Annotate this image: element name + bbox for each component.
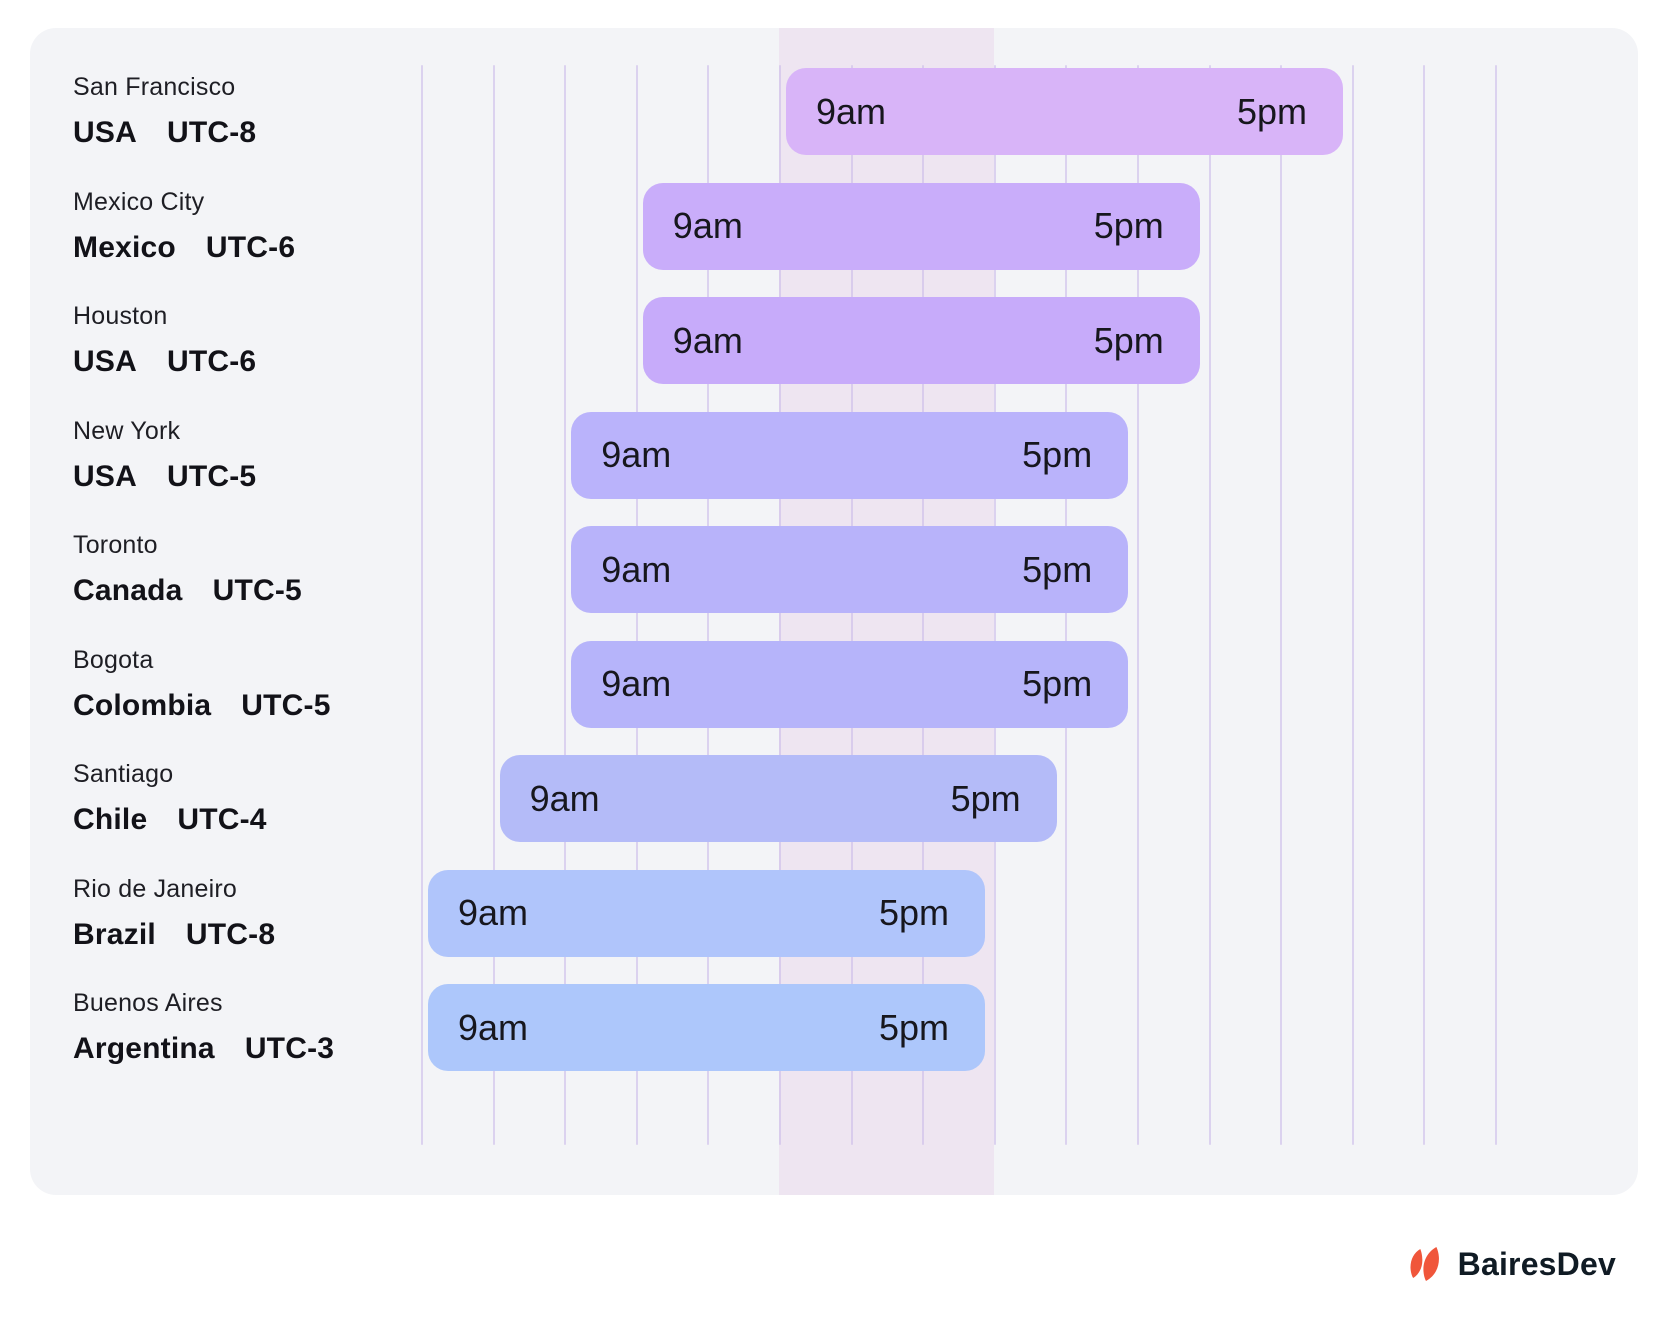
row-label: Houston USA UTC-6 <box>73 297 256 384</box>
country-name: Colombia <box>73 688 212 722</box>
city-meta: Canada UTC-5 <box>73 574 302 608</box>
country-name: Mexico <box>73 230 176 264</box>
city-name: New York <box>73 416 181 445</box>
bairesdev-logo-mark <box>1410 1247 1439 1281</box>
city-meta: Brazil UTC-8 <box>73 918 275 952</box>
country-name: USA <box>73 345 137 378</box>
city-name: Santiago <box>73 760 174 788</box>
city-meta: USA UTC-8 <box>73 116 256 150</box>
city-name: Buenos Aires <box>73 989 223 1017</box>
bar-start-time: 9am <box>816 90 887 132</box>
row-label: Rio de Janeiro Brazil UTC-8 <box>73 870 275 957</box>
working-hours-bar: 9am 5pm <box>642 297 1200 384</box>
city-meta: Colombia UTC-5 <box>73 689 331 723</box>
working-hours-bar: 9am 5pm <box>499 755 1057 842</box>
hour-gridline <box>492 65 495 1145</box>
utc-offset: UTC-4 <box>177 803 267 836</box>
utc-offset: UTC-5 <box>241 688 331 722</box>
working-hours-bar: 9am 5pm <box>571 640 1129 728</box>
bar-end-time: 5pm <box>1022 434 1093 475</box>
working-hours-bar: 9am 5pm <box>428 984 985 1071</box>
row-label: Mexico City Mexico UTC-6 <box>73 183 295 270</box>
city-meta: Mexico UTC-6 <box>73 231 295 265</box>
city-meta: USA UTC-5 <box>73 460 256 494</box>
country-name: Canada <box>73 574 183 607</box>
timezone-chart-panel: San Francisco USA UTC-8 9am 5pm Mexico Ci… <box>30 28 1638 1195</box>
bar-start-time: 9am <box>672 205 743 246</box>
bar-start-time: 9am <box>601 663 672 704</box>
working-hours-bar: 9am 5pm <box>571 526 1129 613</box>
bar-end-time: 5pm <box>878 892 949 933</box>
bar-end-time: 5pm <box>1236 90 1307 132</box>
country-name: USA <box>73 116 137 149</box>
hour-gridline <box>421 65 423 1145</box>
utc-offset: UTC-5 <box>212 574 302 607</box>
hour-gridline <box>1351 65 1354 1145</box>
row-label: Santiago Chile UTC-4 <box>73 755 267 842</box>
bairesdev-logo-text: BairesDev <box>1457 1245 1616 1282</box>
working-hours-bar: 9am 5pm <box>786 68 1343 155</box>
city-meta: Chile UTC-4 <box>73 803 267 837</box>
bar-start-time: 9am <box>458 1006 529 1048</box>
row-label: San Francisco USA UTC-8 <box>73 68 256 155</box>
city-name: Rio de Janeiro <box>73 874 238 903</box>
utc-offset: UTC-5 <box>166 459 257 493</box>
hour-gridline <box>1208 65 1211 1145</box>
country-name: Argentina <box>73 1032 215 1065</box>
utc-offset: UTC-3 <box>244 1032 335 1065</box>
working-hours-bar: 9am 5pm <box>642 182 1200 270</box>
city-meta: USA UTC-6 <box>73 345 256 379</box>
hour-gridline <box>1137 65 1139 1145</box>
hour-gridline <box>1423 65 1426 1145</box>
country-name: USA <box>73 459 137 493</box>
row-label: New York USA UTC-5 <box>73 412 256 499</box>
bar-end-time: 5pm <box>950 777 1021 819</box>
bar-start-time: 9am <box>458 892 529 933</box>
hour-gridline <box>1495 65 1497 1145</box>
utc-offset: UTC-8 <box>166 116 257 149</box>
row-label: Bogota Colombia UTC-5 <box>73 641 331 728</box>
bar-start-time: 9am <box>672 319 743 361</box>
bar-start-time: 9am <box>601 434 672 475</box>
bar-end-time: 5pm <box>1022 548 1093 590</box>
bar-end-time: 5pm <box>1093 205 1164 246</box>
bar-end-time: 5pm <box>1093 319 1164 361</box>
working-hours-bar: 9am 5pm <box>571 411 1129 499</box>
country-name: Chile <box>73 803 148 836</box>
bar-end-time: 5pm <box>1022 663 1093 704</box>
hour-gridline <box>1280 65 1283 1145</box>
city-name: Houston <box>73 302 168 330</box>
utc-offset: UTC-6 <box>205 230 296 264</box>
bar-end-time: 5pm <box>878 1006 949 1048</box>
working-hours-bar: 9am 5pm <box>428 869 985 957</box>
country-name: Brazil <box>73 917 156 951</box>
city-meta: Argentina UTC-3 <box>73 1032 334 1066</box>
utc-offset: UTC-8 <box>185 917 276 951</box>
utc-offset: UTC-6 <box>166 345 257 378</box>
bairesdev-logo: BairesDev <box>1408 1242 1616 1286</box>
row-label: Buenos Aires Argentina UTC-3 <box>73 984 334 1071</box>
city-name: Toronto <box>73 531 158 559</box>
city-name: San Francisco <box>73 73 236 101</box>
bar-start-time: 9am <box>601 548 672 590</box>
bar-start-time: 9am <box>529 777 600 819</box>
city-name: Bogota <box>73 645 154 674</box>
city-name: Mexico City <box>73 187 205 216</box>
row-label: Toronto Canada UTC-5 <box>73 526 302 613</box>
hour-gridline <box>564 65 567 1145</box>
